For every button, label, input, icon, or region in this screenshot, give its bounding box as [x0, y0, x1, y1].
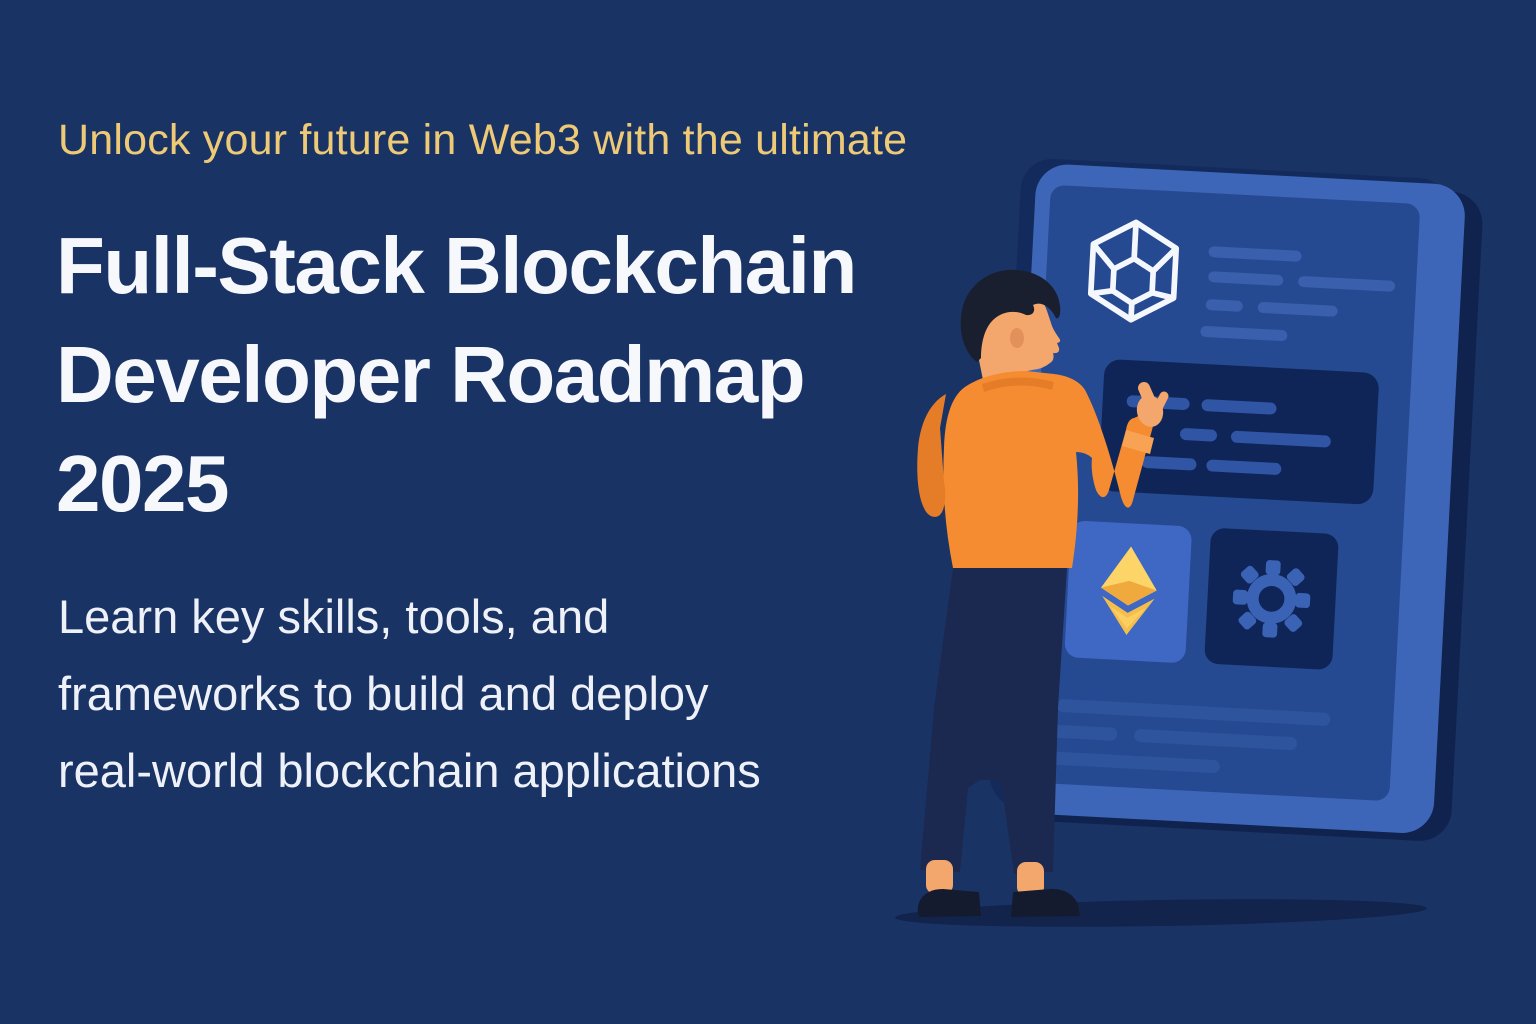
- sleeve-cuff: [1122, 430, 1154, 454]
- text-line-placeholder: [1201, 398, 1277, 415]
- ethereum-icon: [1100, 545, 1157, 635]
- person-illustration: [917, 269, 1169, 917]
- thumb: [1153, 391, 1169, 413]
- blockchain-hexagon-icon: [1087, 219, 1180, 323]
- ankle: [926, 860, 953, 894]
- shoe: [1011, 888, 1080, 917]
- pants: [920, 568, 1067, 874]
- description-text: Learn key skills, tools, and frameworks …: [58, 590, 761, 798]
- text-line-placeholder: [1230, 430, 1332, 448]
- text-line-placeholder: [1205, 299, 1244, 312]
- page-title: Full-Stack Blockchain Developer Roadmap …: [56, 221, 857, 528]
- text-line-placeholder: [1200, 325, 1288, 342]
- tablet-device: [988, 157, 1452, 829]
- hair: [960, 269, 1061, 362]
- collar: [982, 377, 1054, 392]
- text-line-placeholder: [1208, 271, 1284, 287]
- ear: [1010, 328, 1024, 348]
- settings-card: [1204, 527, 1340, 671]
- eyebrow-text: Unlock your future in Web3 with the ulti…: [58, 116, 908, 164]
- tablet-screen: [1019, 184, 1421, 802]
- text-line-placeholder: [1206, 459, 1282, 476]
- text-line-placeholder: [1208, 246, 1302, 262]
- text-line-placeholder: [1257, 301, 1338, 317]
- left-arm: [917, 394, 946, 517]
- ethereum-card: [1064, 520, 1193, 664]
- index-finger: [1138, 382, 1158, 412]
- sweater-torso: [943, 371, 1154, 568]
- text-line-placeholder: [1297, 275, 1396, 292]
- gear-icon: [1232, 560, 1311, 638]
- ankle: [1017, 862, 1044, 896]
- shoe: [917, 889, 981, 917]
